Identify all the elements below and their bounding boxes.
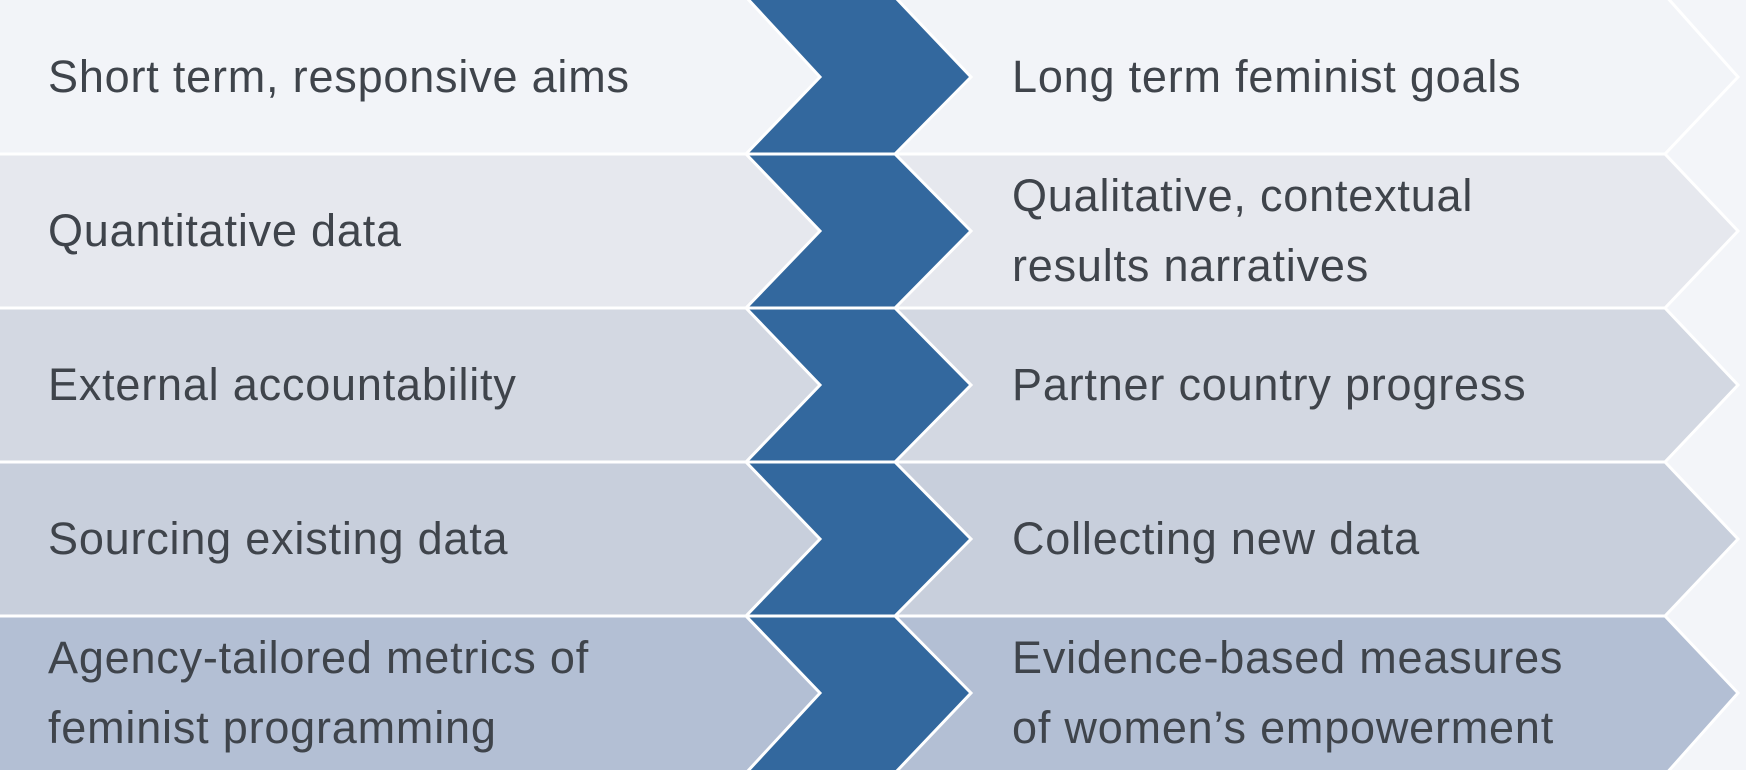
label-line: Partner country progress (1012, 359, 1527, 410)
label-line: Long term feminist goals (1012, 51, 1522, 102)
label-line: External accountability (48, 359, 517, 410)
chevron-right-icon (742, 614, 974, 770)
label-line: Qualitative, contextual (1012, 170, 1474, 221)
right-label-row-4: Collecting new data (1012, 462, 1420, 616)
label-line: Sourcing existing data (48, 513, 509, 564)
left-label-row-1: Short term, responsive aims (48, 0, 630, 154)
label-line: feminist programming (48, 702, 497, 753)
left-label-row-4: Sourcing existing data (48, 462, 508, 616)
left-label-row-2: Quantitative data (48, 154, 402, 308)
left-label-row-3: External accountability (48, 308, 517, 462)
right-label-row-2: Qualitative, contextual results narrativ… (1012, 154, 1473, 308)
left-label-row-5: Agency-tailored metrics of feminist prog… (48, 616, 589, 770)
label-line: Short term, responsive aims (48, 51, 630, 102)
right-label-row-3: Partner country progress (1012, 308, 1526, 462)
chevron-column (742, 0, 974, 770)
label-line: Collecting new data (1012, 513, 1420, 564)
right-label-row-1: Long term feminist goals (1012, 0, 1521, 154)
label-line: of women’s empowerment (1012, 702, 1554, 753)
right-label-row-5: Evidence-based measures of women’s empow… (1012, 616, 1563, 770)
label-line: Agency-tailored metrics of (48, 632, 590, 683)
label-line: Quantitative data (48, 205, 402, 256)
label-line: results narratives (1012, 240, 1370, 291)
label-line: Evidence-based measures (1012, 632, 1564, 683)
